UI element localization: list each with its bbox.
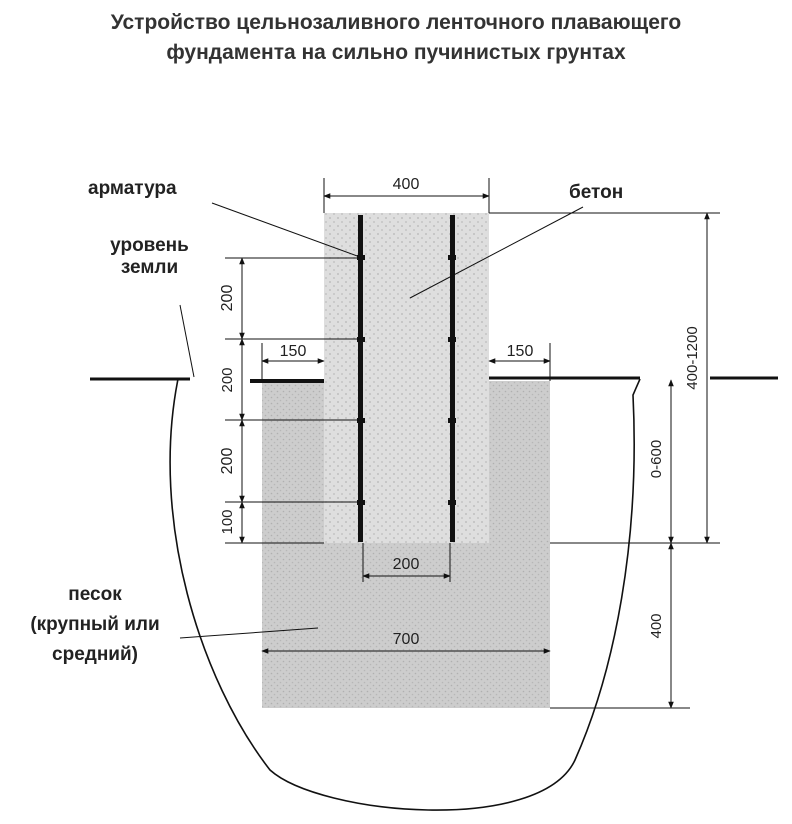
dim-top-width-label: 400 bbox=[393, 176, 420, 193]
dim-top-width bbox=[323, 178, 490, 213]
dim-depth-label: 0-600 bbox=[648, 440, 665, 478]
label-sand-line-3: средний) bbox=[52, 644, 138, 665]
label-rebar: арматура bbox=[88, 178, 177, 199]
dim-side-left bbox=[261, 343, 325, 381]
dim-spacing-3-label: 200 bbox=[219, 448, 236, 475]
diagram-title: Устройство цельнозаливного ленточного пл… bbox=[0, 8, 792, 68]
label-sand: песок (крупный или средний) bbox=[10, 580, 180, 670]
dim-total-height-label: 400-1200 bbox=[684, 326, 701, 389]
label-ground-line-1: уровень bbox=[110, 235, 189, 256]
rebar-rod-right bbox=[450, 215, 455, 542]
dim-sand-height-label: 400 bbox=[648, 613, 665, 638]
concrete-strip bbox=[324, 213, 489, 543]
rebar-leader bbox=[211, 202, 361, 258]
ground-leader bbox=[179, 304, 195, 378]
dim-side-left-label: 150 bbox=[280, 343, 307, 360]
dim-spacing-4-label: 100 bbox=[219, 509, 236, 534]
dim-side-right bbox=[488, 343, 551, 381]
label-sand-line-2: (крупный или bbox=[30, 614, 160, 635]
dim-rebar-width-label: 200 bbox=[393, 556, 420, 573]
label-ground-line-2: земли bbox=[120, 257, 179, 278]
dim-sand-width-label: 700 bbox=[393, 631, 420, 648]
rebar-ties bbox=[357, 255, 456, 505]
dim-right-verticals bbox=[489, 212, 720, 709]
title-line-1: Устройство цельнозаливного ленточного пл… bbox=[110, 11, 682, 34]
title-line-2: фундамента на сильно пучинистых грунтах bbox=[166, 41, 626, 64]
excavation-outline bbox=[169, 378, 641, 811]
label-concrete: бетон bbox=[569, 182, 624, 203]
dim-side-right-label: 150 bbox=[507, 343, 534, 360]
label-ground-level: уровень земли bbox=[92, 235, 207, 279]
dim-spacing-1-label: 200 bbox=[219, 285, 236, 312]
dim-rebar-width bbox=[362, 543, 451, 582]
sand-cushion bbox=[262, 381, 550, 708]
label-sand-line-1: песок bbox=[68, 584, 122, 605]
concrete-leader bbox=[409, 206, 584, 299]
dim-rebar-spacing bbox=[225, 257, 360, 544]
dim-spacing-2-label: 200 bbox=[219, 367, 236, 392]
rebar-rod-left bbox=[358, 215, 363, 542]
sand-leader bbox=[179, 627, 319, 639]
